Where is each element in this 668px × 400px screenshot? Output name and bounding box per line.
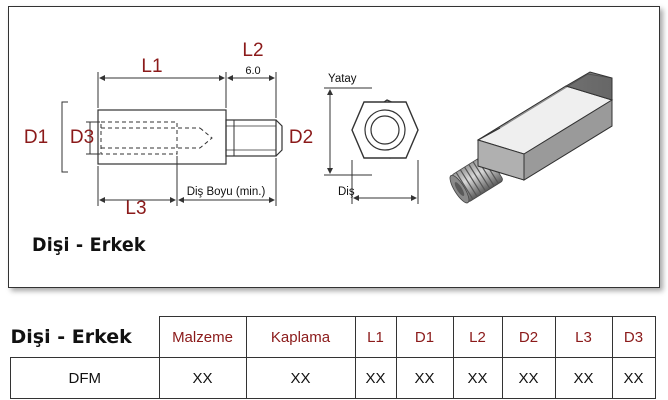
header-D3: D3 bbox=[611, 316, 656, 358]
label-yatay: Yatay bbox=[328, 73, 357, 85]
hex-bore-inner bbox=[370, 115, 400, 145]
label-L1: L1 bbox=[141, 56, 162, 77]
header-D2: D2 bbox=[501, 316, 556, 358]
label-thread-length: Diş Boyu (min.) bbox=[187, 186, 266, 198]
cell-kaplama: XX bbox=[245, 357, 356, 399]
label-L2-value: 6.0 bbox=[245, 65, 260, 77]
standoff-drawing: L1 L2 6.0 L3 D1 D3 D2 Diş Boyu (min.) Ya… bbox=[24, 40, 614, 219]
product-title: Dişi - Erkek bbox=[32, 234, 146, 256]
end-view-hex: Yatay Diş bbox=[324, 73, 419, 204]
cell-L3: XX bbox=[554, 357, 613, 399]
spec-table-header-row: Dişi - Erkek Malzeme Kaplama L1 D1 L2 D2… bbox=[10, 316, 656, 358]
header-L1: L1 bbox=[354, 316, 397, 358]
spec-table: Dişi - Erkek Malzeme Kaplama L1 D1 L2 D2… bbox=[10, 316, 656, 399]
cell-D3: XX bbox=[611, 357, 656, 399]
cell-L2: XX bbox=[452, 357, 503, 399]
dimension-lines bbox=[61, 72, 277, 206]
standoff-3d-render bbox=[449, 71, 614, 204]
label-L2: L2 bbox=[242, 40, 263, 61]
male-thread-outline bbox=[225, 119, 277, 157]
label-L3: L3 bbox=[125, 198, 146, 219]
cell-L1: XX bbox=[354, 357, 397, 399]
dimension-labels: L1 L2 6.0 L3 D1 D3 D2 Diş Boyu (min.) bbox=[24, 40, 313, 219]
header-L2: L2 bbox=[452, 316, 503, 358]
cell-code: DFM bbox=[10, 357, 160, 399]
cell-malzeme: XX bbox=[158, 357, 247, 399]
header-kaplama: Kaplama bbox=[245, 316, 356, 358]
table-row: DFM XX XX XX XX XX XX XX XX bbox=[10, 357, 656, 399]
label-dis: Diş bbox=[338, 186, 355, 198]
side-view bbox=[97, 109, 283, 165]
standoff-body-outline bbox=[97, 109, 227, 165]
label-D3: D3 bbox=[70, 127, 94, 148]
label-D1: D1 bbox=[24, 127, 48, 148]
cell-D1: XX bbox=[395, 357, 454, 399]
internal-thread-dashed bbox=[100, 121, 178, 155]
header-malzeme: Malzeme bbox=[158, 316, 247, 358]
cell-D2: XX bbox=[501, 357, 556, 399]
label-D2: D2 bbox=[289, 127, 313, 148]
table-title: Dişi - Erkek bbox=[10, 325, 132, 348]
header-D1: D1 bbox=[395, 316, 454, 358]
header-L3: L3 bbox=[554, 316, 613, 358]
